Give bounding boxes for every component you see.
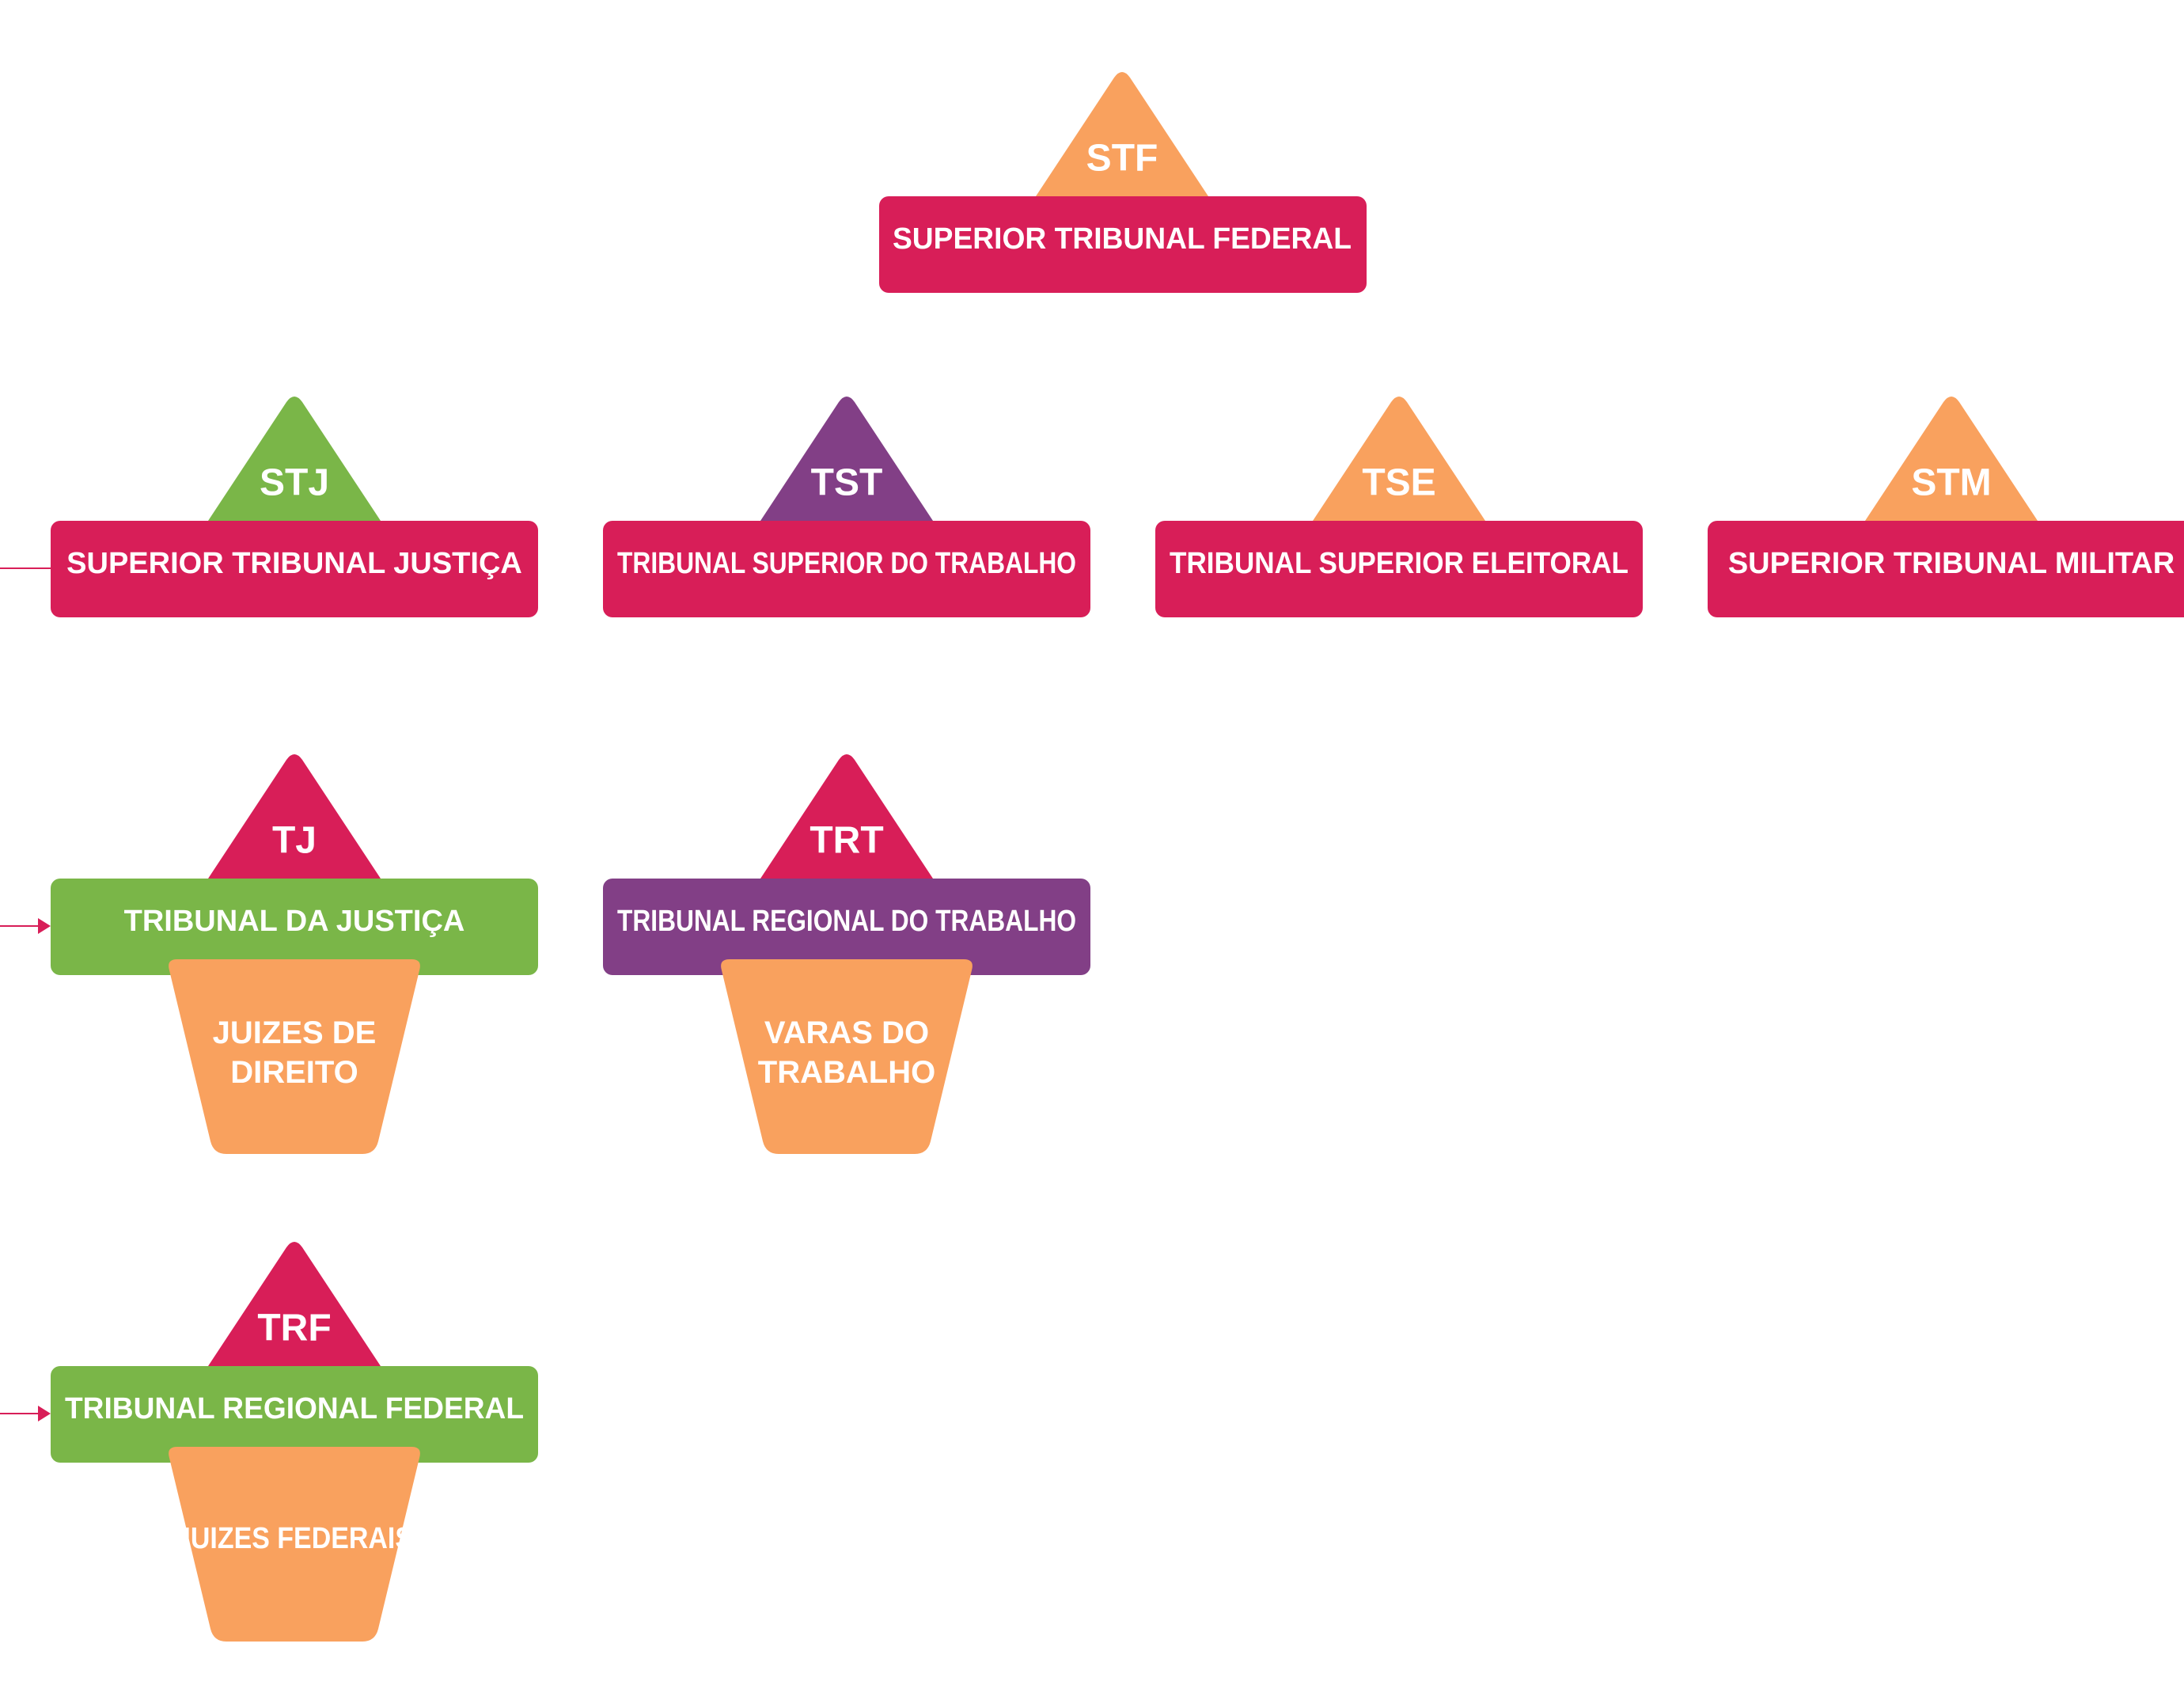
node-tj: TJ TRIBUNAL DA JUSTIÇA JUIZES DE DIREITO	[51, 754, 538, 1154]
node-stm: STM SUPERIOR TRIBUNAL MILITAR	[1708, 397, 2184, 617]
stm-triangle	[1865, 397, 2038, 521]
trf-abbr: TRF	[257, 1308, 331, 1349]
tj-box	[51, 879, 538, 975]
stf-triangle	[1036, 72, 1208, 196]
stf-name: SUPERIOR TRIBUNAL FEDERAL	[893, 222, 1352, 256]
trt-base	[721, 959, 973, 1154]
tj-abbr: TJ	[272, 820, 317, 862]
node-tse: TSE TRIBUNAL SUPERIOR ELEITORAL	[1155, 397, 1643, 617]
tj-base	[169, 959, 420, 1154]
stf-abbr: STF	[1086, 138, 1158, 180]
node-tst: TST TRIBUNAL SUPERIOR DO TRABALHO	[603, 397, 1090, 617]
tse-name: TRIBUNAL SUPERIOR ELEITORAL	[1170, 547, 1629, 580]
stj-box	[51, 521, 538, 617]
tst-name: TRIBUNAL SUPERIOR DO TRABALHO	[617, 547, 1076, 580]
trf-box	[51, 1366, 538, 1463]
tj-base-line-1: JUIZES DE	[213, 1015, 377, 1050]
stj-triangle	[208, 397, 381, 521]
node-trf: TRF TRIBUNAL REGIONAL FEDERAL JUIZES FED…	[51, 1242, 538, 1642]
trt-base-line-1: VARAS DO	[764, 1015, 929, 1050]
connectors	[0, 567, 51, 1421]
tst-abbr: TST	[811, 462, 883, 504]
trt-name: TRIBUNAL REGIONAL DO TRABALHO	[617, 905, 1076, 938]
tst-triangle	[760, 397, 933, 521]
stm-name: SUPERIOR TRIBUNAL MILITAR	[1728, 547, 2175, 580]
stm-abbr: STM	[1911, 462, 1991, 504]
trt-abbr: TRT	[810, 820, 883, 862]
stj-name: SUPERIOR TRIBUNAL JUSTIÇA	[66, 547, 522, 580]
tse-box	[1155, 521, 1643, 617]
node-stj: STJ SUPERIOR TRIBUNAL JUSTIÇA	[51, 397, 538, 617]
trf-base-line-1: JUIZES FEDERAIS	[176, 1522, 413, 1555]
stj-abbr: STJ	[260, 462, 329, 504]
connector-tj-arrowhead	[38, 918, 51, 934]
tst-box	[603, 521, 1090, 617]
tj-base-line-2: DIREITO	[230, 1055, 358, 1090]
trt-box	[603, 879, 1090, 975]
node-trt: TRT TRIBUNAL REGIONAL DO TRABALHO VARAS …	[603, 754, 1090, 1154]
trt-base-line-2: TRABALHO	[758, 1055, 935, 1090]
trf-base	[169, 1447, 420, 1642]
tse-triangle	[1313, 397, 1485, 521]
tse-abbr: TSE	[1362, 462, 1435, 504]
trf-name: TRIBUNAL REGIONAL FEDERAL	[65, 1392, 524, 1425]
trt-triangle	[760, 754, 933, 879]
stm-box	[1708, 521, 2184, 617]
stf-box	[879, 196, 1367, 293]
connector-trf-arrowhead	[38, 1406, 51, 1421]
tj-name: TRIBUNAL DA JUSTIÇA	[124, 905, 465, 938]
tj-triangle	[208, 754, 381, 879]
node-stf: STF SUPERIOR TRIBUNAL FEDERAL	[879, 72, 1367, 293]
trf-triangle	[208, 1242, 381, 1366]
